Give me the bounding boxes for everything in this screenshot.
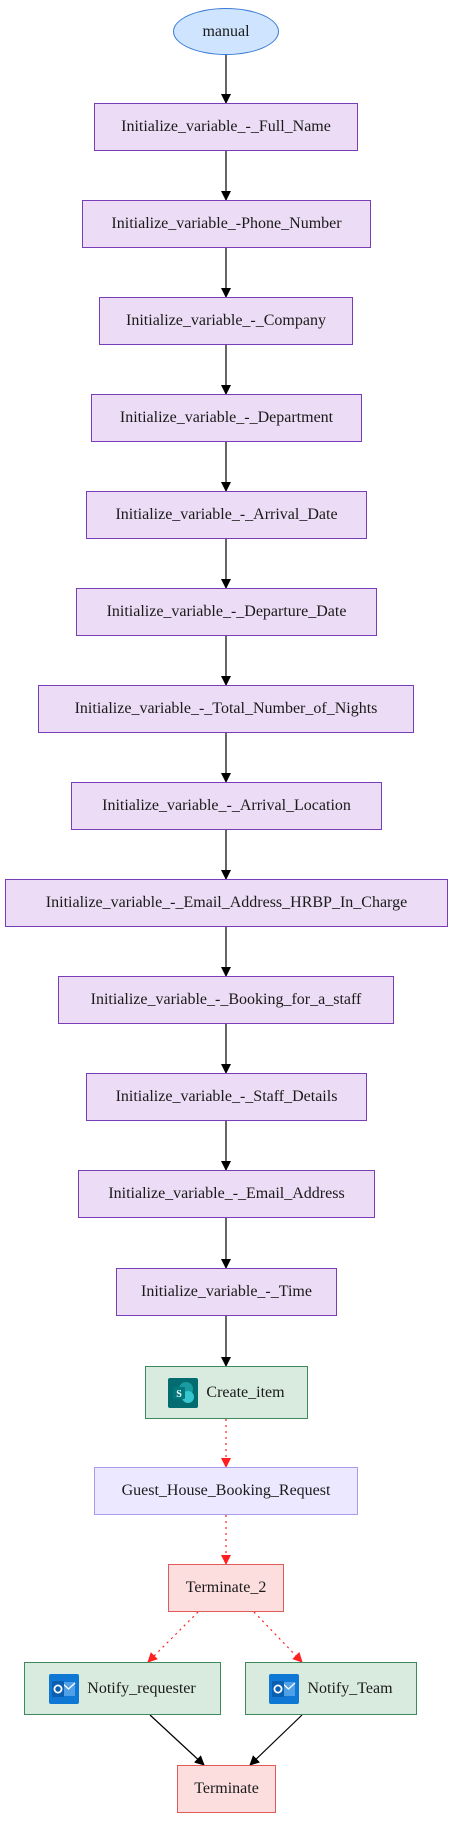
terminate-label: Terminate [194, 1780, 259, 1797]
init-step-arrival-location[interactable]: Initialize_variable_-_Arrival_Location [71, 782, 382, 830]
notify-requester-label: Notify_requester [87, 1679, 196, 1697]
terminate-node[interactable]: Terminate [177, 1765, 276, 1813]
flow-edge-team-to-terminate [249, 1714, 303, 1766]
start-node-manual[interactable]: manual [173, 8, 279, 55]
init-step-staff-details[interactable]: Initialize_variable_-_Staff_Details [86, 1073, 367, 1121]
init-step-label: Initialize_variable_-_Departure_Date [106, 603, 347, 620]
init-step-label: Initialize_variable_-_Staff_Details [115, 1088, 338, 1105]
init-step-full-name[interactable]: Initialize_variable_-_Full_Name [94, 103, 358, 151]
init-step-total-number-of-nights[interactable]: Initialize_variable_-_Total_Number_of_Ni… [38, 685, 414, 733]
init-step-label: Initialize_variable_-_Full_Name [121, 118, 331, 135]
guest-house-booking-request-node[interactable]: Guest_House_Booking_Request [94, 1467, 358, 1515]
init-step-department[interactable]: Initialize_variable_-_Department [91, 394, 362, 442]
flow-edge-dotted-to-notify-team [253, 1611, 303, 1663]
sharepoint-icon: S [168, 1377, 199, 1408]
booking-request-label: Guest_House_Booking_Request [121, 1482, 331, 1499]
init-step-arrival-date[interactable]: Initialize_variable_-_Arrival_Date [86, 491, 367, 539]
init-step-label: Initialize_variable_-_Email_Address_HRBP… [45, 894, 408, 911]
init-step-label: Initialize_variable_-_Time [141, 1283, 312, 1300]
init-step-time[interactable]: Initialize_variable_-_Time [116, 1268, 337, 1316]
init-step-label: Initialize_variable_-_Department [119, 409, 334, 426]
start-node-label: manual [202, 22, 250, 40]
init-step-label: Initialize_variable_-Phone_Number [111, 215, 342, 232]
create-item-node[interactable]: S Create_item [145, 1366, 308, 1419]
flow-edge-requester-to-terminate [149, 1714, 205, 1766]
init-step-phone-number[interactable]: Initialize_variable_-Phone_Number [82, 200, 371, 248]
init-step-label: Initialize_variable_-_Total_Number_of_Ni… [74, 700, 378, 717]
init-step-booking-for-a-staff[interactable]: Initialize_variable_-_Booking_for_a_staf… [58, 976, 394, 1024]
notify-team-label: Notify_Team [307, 1679, 393, 1697]
create-item-label: Create_item [206, 1383, 285, 1401]
init-step-email-address-hrbp[interactable]: Initialize_variable_-_Email_Address_HRBP… [5, 879, 448, 927]
init-step-label: Initialize_variable_-_Booking_for_a_staf… [90, 991, 362, 1008]
svg-text:S: S [177, 1389, 183, 1400]
outlook-icon [49, 1673, 80, 1704]
init-step-label: Initialize_variable_-_Email_Address [108, 1185, 345, 1202]
init-step-label: Initialize_variable_-_Arrival_Location [102, 797, 351, 814]
init-step-label: Initialize_variable_-_Arrival_Date [115, 506, 338, 523]
terminate-2-node[interactable]: Terminate_2 [168, 1564, 284, 1612]
init-step-label: Initialize_variable_-_Company [126, 312, 326, 329]
terminate-2-label: Terminate_2 [185, 1579, 267, 1596]
notify-requester-node[interactable]: Notify_requester [24, 1662, 221, 1715]
outlook-icon [269, 1673, 300, 1704]
flow-edge-dotted-to-notify-requester [147, 1611, 199, 1663]
notify-team-node[interactable]: Notify_Team [245, 1662, 417, 1715]
init-step-departure-date[interactable]: Initialize_variable_-_Departure_Date [76, 588, 377, 636]
init-step-company[interactable]: Initialize_variable_-_Company [99, 297, 353, 345]
init-step-email-address[interactable]: Initialize_variable_-_Email_Address [78, 1170, 375, 1218]
